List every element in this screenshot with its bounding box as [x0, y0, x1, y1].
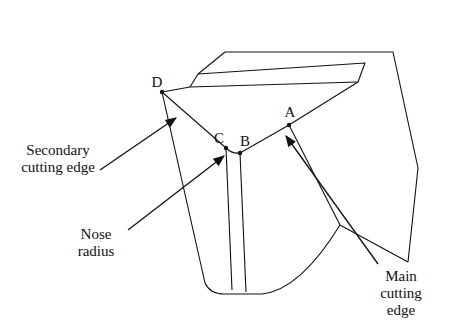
leader-arrows: [100, 118, 378, 264]
edge-label: Nose radius: [68, 226, 124, 260]
edge-label: Secondary cutting edge: [20, 142, 96, 176]
edge-label: Main cutting edge: [370, 268, 432, 319]
point-letter: C: [212, 130, 226, 147]
tool-outline: [162, 52, 418, 294]
edge-points: [160, 90, 291, 155]
point-letter: D: [150, 74, 164, 91]
point-letter: A: [283, 104, 297, 121]
point-letter: B: [238, 133, 252, 150]
